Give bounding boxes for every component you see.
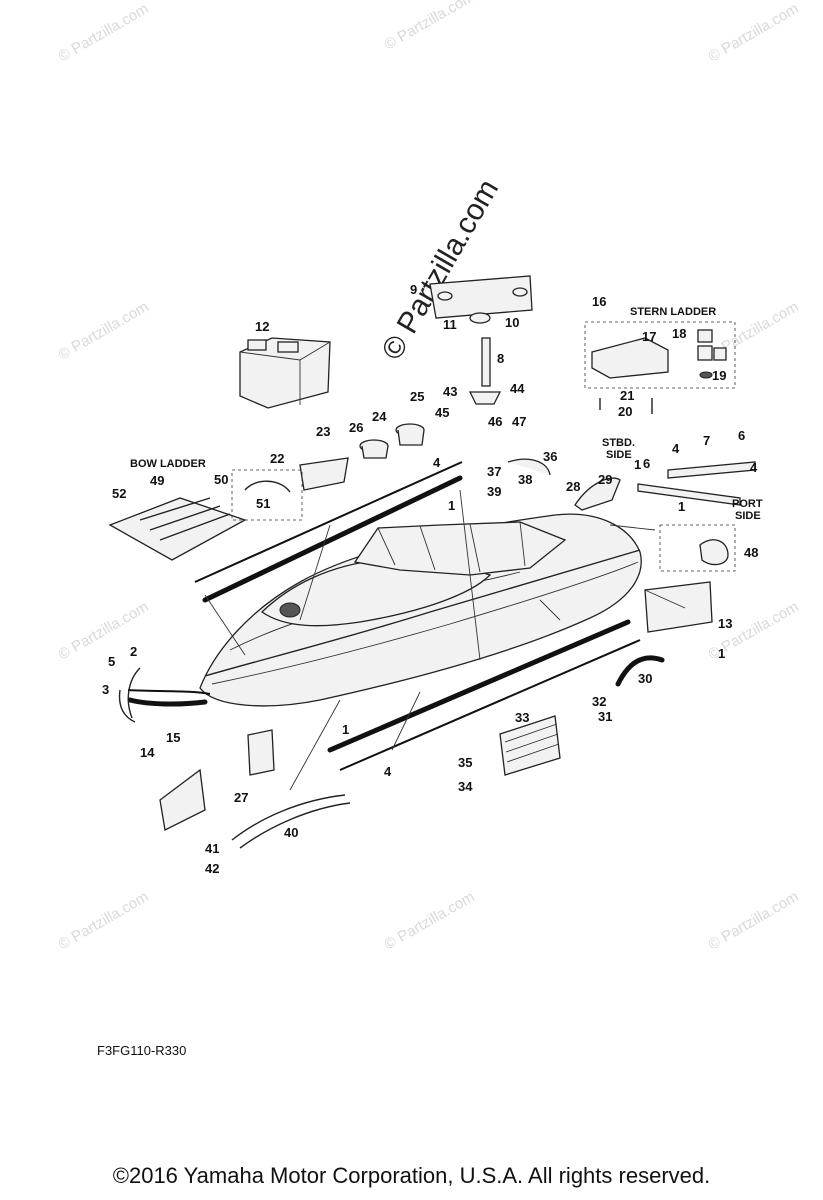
callout-38: 38 — [518, 472, 532, 487]
callout-41: 41 — [205, 841, 219, 856]
callout-6: 6 — [643, 456, 650, 471]
callout-28: 28 — [566, 479, 580, 494]
watermark-text: © Partzilla.com — [706, 0, 802, 65]
bow-ladder — [108, 469, 303, 561]
watermark-main: © Partzilla.com — [375, 174, 505, 366]
label-stern-ladder: STERN LADDER — [630, 306, 716, 318]
watermark-text: © Partzilla.com — [382, 0, 478, 53]
callout-43: 43 — [443, 384, 457, 399]
callout-49: 49 — [150, 473, 164, 488]
side-parts — [118, 458, 756, 849]
callout-4: 4 — [433, 455, 441, 470]
callout-14: 14 — [140, 745, 155, 760]
pole-assembly — [429, 275, 533, 405]
copyright-notice: ©2016 Yamaha Motor Corporation, U.S.A. A… — [112, 1163, 711, 1188]
callout-34: 34 — [458, 779, 473, 794]
watermark-text: © Partzilla.com — [382, 888, 478, 953]
callout-19: 19 — [712, 368, 726, 383]
callout-4: 4 — [750, 460, 758, 475]
callout-1: 1 — [678, 499, 685, 514]
callout-42: 42 — [205, 861, 219, 876]
label-port-side-2: SIDE — [735, 510, 761, 522]
callout-52: 52 — [112, 486, 126, 501]
callout-20: 20 — [618, 404, 632, 419]
callout-8: 8 — [497, 351, 504, 366]
callout-7: 7 — [703, 433, 710, 448]
stern-ladder — [584, 321, 736, 414]
watermark-text: © Partzilla.com — [706, 888, 802, 953]
callout-32: 32 — [592, 694, 606, 709]
callout-12: 12 — [255, 319, 269, 334]
callout-36: 36 — [543, 449, 557, 464]
callout-44: 44 — [510, 381, 525, 396]
label-bow-ladder: BOW LADDER — [130, 458, 206, 470]
label-port-side-1: PORT — [732, 498, 763, 510]
callout-17: 17 — [642, 329, 656, 344]
callout-45: 45 — [435, 405, 449, 420]
callout-1: 1 — [718, 646, 725, 661]
callout-46: 46 — [488, 414, 502, 429]
callout-15: 15 — [166, 730, 180, 745]
callout-50: 50 — [214, 472, 228, 487]
callout-2: 2 — [130, 644, 137, 659]
callout-51: 51 — [256, 496, 270, 511]
watermark-text: © Partzilla.com — [56, 298, 152, 363]
callout-48: 48 — [744, 545, 758, 560]
boat-hull — [199, 513, 642, 707]
rub-rail-strips — [127, 461, 641, 771]
watermark-text: © Partzilla.com — [56, 888, 152, 953]
drawing-code: F3FG110-R330 — [97, 1043, 187, 1058]
callout-6: 6 — [738, 428, 745, 443]
callout-33: 33 — [515, 710, 529, 725]
callout-23: 23 — [316, 424, 330, 439]
callout-31: 31 — [598, 709, 612, 724]
callout-11: 11 — [443, 317, 457, 332]
callout-37: 37 — [487, 464, 501, 479]
label-stbd-side-1: STBD. — [602, 437, 635, 449]
watermark-text: © Partzilla.com — [56, 0, 152, 65]
callout-26: 26 — [349, 420, 363, 435]
callout-1: 1 — [634, 457, 641, 472]
callout-1: 1 — [342, 722, 349, 737]
callout-18: 18 — [672, 326, 686, 341]
callout-47: 47 — [512, 414, 526, 429]
callout-25: 25 — [410, 389, 424, 404]
callout-labels: 1 1 1 1 1 2 3 4 4 4 4 5 6 6 7 8 9 10 11 … — [102, 282, 758, 876]
callout-27: 27 — [234, 790, 248, 805]
callout-24: 24 — [372, 409, 387, 424]
callout-9: 9 — [410, 282, 417, 297]
callout-39: 39 — [487, 484, 501, 499]
callout-4: 4 — [672, 441, 680, 456]
cup-holders — [299, 423, 425, 491]
cooler — [239, 337, 331, 409]
callout-5: 5 — [108, 654, 115, 669]
callout-21: 21 — [620, 388, 634, 403]
callout-1: 1 — [448, 498, 455, 513]
callout-29: 29 — [598, 472, 612, 487]
label-stbd-side-2: SIDE — [606, 449, 632, 461]
callout-22: 22 — [270, 451, 284, 466]
callout-16: 16 — [592, 294, 606, 309]
leader-lines — [204, 489, 686, 791]
callout-13: 13 — [718, 616, 732, 631]
callout-40: 40 — [284, 825, 298, 840]
callout-10: 10 — [505, 315, 519, 330]
callout-30: 30 — [638, 671, 652, 686]
callout-4: 4 — [384, 764, 392, 779]
callout-35: 35 — [458, 755, 472, 770]
callout-3: 3 — [102, 682, 109, 697]
